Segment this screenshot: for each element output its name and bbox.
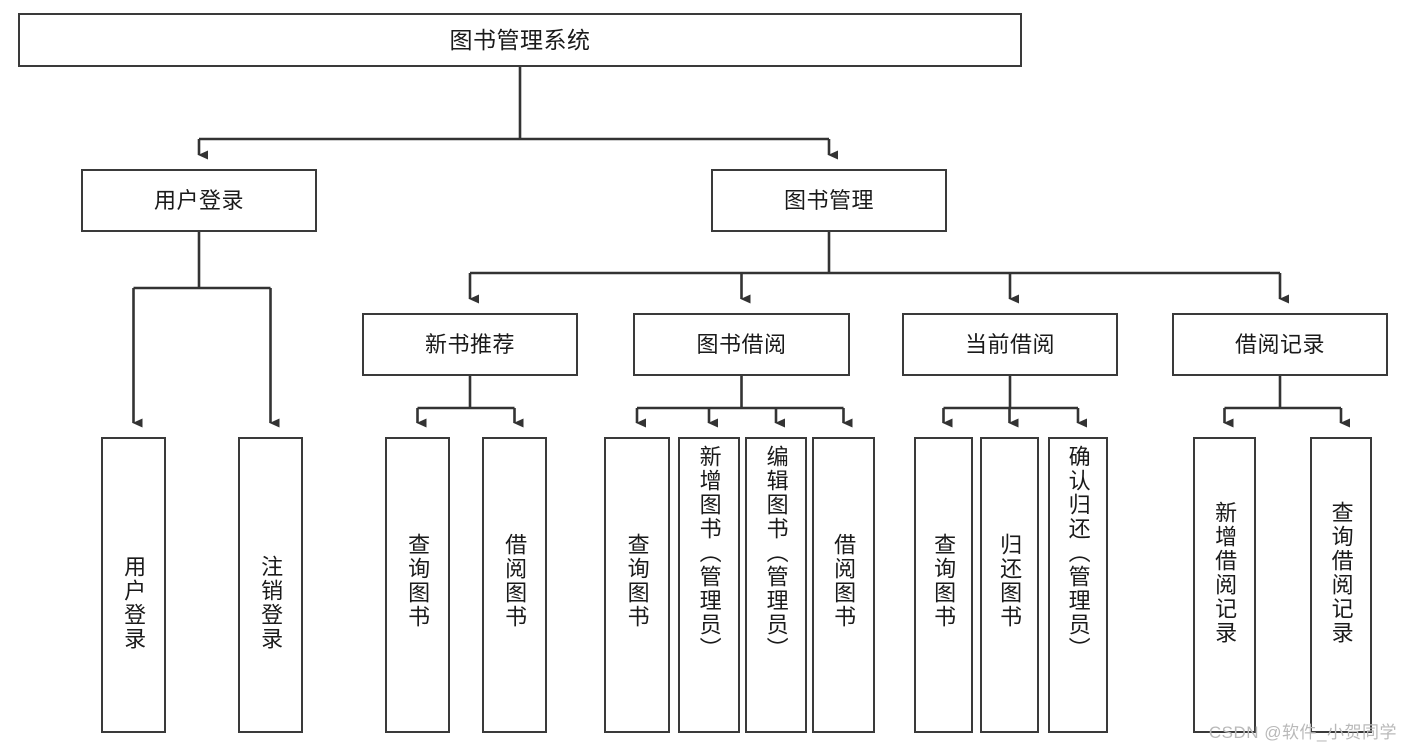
node-leaf-edit-book-admin[interactable]: 编辑图书（管理员） xyxy=(745,437,807,733)
node-leaf-logout-login-label: 注销登录 xyxy=(258,555,284,651)
node-leaf-return-book[interactable]: 归还图书 xyxy=(980,437,1039,733)
node-leaf-confirm-return-admin[interactable]: 确认归还（管理员） xyxy=(1048,437,1108,733)
node-leaf-return-book-label: 归还图书 xyxy=(997,533,1023,629)
node-current-borrow-label: 当前借阅 xyxy=(964,331,1055,357)
node-new-book-recommend[interactable]: 新书推荐 xyxy=(362,313,578,376)
node-leaf-confirm-return-admin-label: 确认归还（管理员） xyxy=(1065,445,1091,661)
node-user-login-label: 用户登录 xyxy=(153,187,244,213)
watermark: CSDN @软件_小贺同学 xyxy=(1208,723,1397,742)
node-leaf-logout-login[interactable]: 注销登录 xyxy=(238,437,303,733)
node-leaf-add-borrow-record-label: 新增借阅记录 xyxy=(1212,501,1238,645)
node-leaf-user-login[interactable]: 用户登录 xyxy=(101,437,166,733)
node-leaf-query-book-borrow-label: 查询图书 xyxy=(624,533,650,629)
node-borrow-record-label: 借阅记录 xyxy=(1234,331,1325,357)
node-leaf-edit-book-admin-label: 编辑图书（管理员） xyxy=(763,445,789,661)
node-root-label: 图书管理系统 xyxy=(449,26,591,53)
node-leaf-add-borrow-record[interactable]: 新增借阅记录 xyxy=(1193,437,1256,733)
node-user-login[interactable]: 用户登录 xyxy=(81,169,317,232)
node-leaf-user-login-label: 用户登录 xyxy=(121,555,147,651)
node-new-book-recommend-label: 新书推荐 xyxy=(424,331,515,357)
node-borrow-record[interactable]: 借阅记录 xyxy=(1172,313,1388,376)
node-current-borrow[interactable]: 当前借阅 xyxy=(902,313,1118,376)
node-book-manage[interactable]: 图书管理 xyxy=(711,169,947,232)
node-book-borrow-label: 图书借阅 xyxy=(696,331,787,357)
node-leaf-query-book-current[interactable]: 查询图书 xyxy=(914,437,973,733)
node-root[interactable]: 图书管理系统 xyxy=(18,13,1022,67)
node-leaf-query-book-current-label: 查询图书 xyxy=(931,533,957,629)
node-leaf-borrow-book-rec[interactable]: 借阅图书 xyxy=(482,437,547,733)
node-leaf-query-book-rec-label: 查询图书 xyxy=(405,533,431,629)
node-leaf-query-book-borrow[interactable]: 查询图书 xyxy=(604,437,670,733)
node-leaf-query-borrow-record[interactable]: 查询借阅记录 xyxy=(1310,437,1372,733)
node-leaf-borrow-book[interactable]: 借阅图书 xyxy=(812,437,875,733)
node-leaf-query-book-rec[interactable]: 查询图书 xyxy=(385,437,450,733)
node-leaf-query-borrow-record-label: 查询借阅记录 xyxy=(1328,501,1354,645)
node-leaf-borrow-book-label: 借阅图书 xyxy=(831,533,857,629)
node-leaf-add-book-admin[interactable]: 新增图书（管理员） xyxy=(678,437,740,733)
node-leaf-add-book-admin-label: 新增图书（管理员） xyxy=(696,445,722,661)
node-book-borrow[interactable]: 图书借阅 xyxy=(633,313,850,376)
node-book-manage-label: 图书管理 xyxy=(783,187,874,213)
node-leaf-borrow-book-rec-label: 借阅图书 xyxy=(502,533,528,629)
